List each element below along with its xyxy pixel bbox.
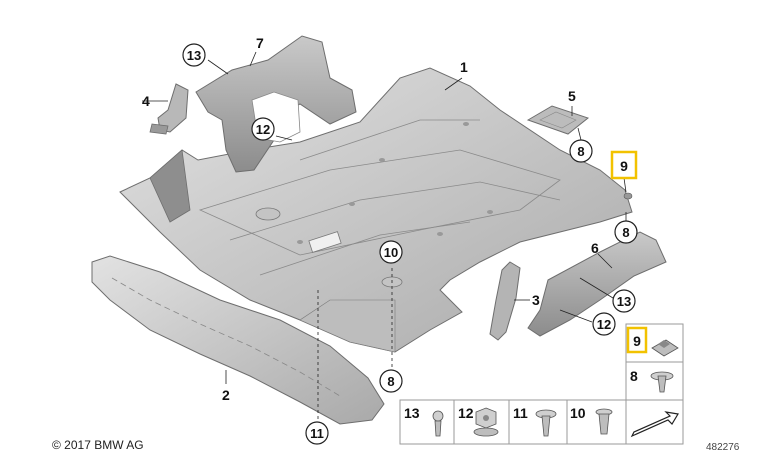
circled-callouts [182, 43, 638, 445]
part-label-6: 6 [591, 240, 599, 256]
legend-11-label: 11 [513, 405, 528, 421]
callout-10: 10 [384, 245, 398, 260]
highlight-9-legend[interactable] [626, 326, 648, 354]
highlight-9-main[interactable]: 9 [610, 150, 638, 180]
part-label-4: 4 [142, 93, 150, 109]
legend-8-label: 8 [630, 368, 638, 384]
callout-8-lower: 8 [387, 374, 394, 389]
part-label-7: 7 [256, 35, 264, 51]
expanding-rivet-icon [535, 409, 557, 437]
hex-nut-icon [473, 407, 499, 437]
part-label-2: 2 [222, 387, 230, 403]
push-clip-icon [432, 410, 444, 437]
plastic-rivet-icon [650, 371, 674, 393]
pad-part [526, 105, 590, 135]
callout-11: 11 [310, 426, 324, 441]
callout-12-lower: 12 [597, 317, 611, 332]
part-label-5: 5 [568, 88, 576, 104]
part-label-1: 1 [460, 59, 468, 75]
callout-8-right: 8 [622, 225, 629, 240]
fastener-legend: 9 8 13 12 11 10 [399, 323, 684, 445]
copyright-notice: © 2017 BMW AG [52, 438, 144, 452]
diagram-number: 482276 [706, 442, 740, 453]
legend-13-label: 13 [404, 405, 420, 421]
callout-13-lower: 13 [617, 294, 631, 309]
callout-13-upper: 13 [187, 48, 201, 63]
legend-9-label: 9 [633, 333, 641, 349]
side-bracket-left [149, 83, 189, 135]
legend-10-label: 10 [570, 405, 586, 421]
callout-8-upper: 8 [577, 144, 584, 159]
screw-grommet-icon [595, 408, 613, 435]
vertical-bracket [489, 261, 521, 341]
circled-callout-labels: 13 12 8 8 10 8 11 13 12 [187, 48, 631, 441]
highlight-9-main-label: 9 [620, 158, 628, 174]
arrow-icon [630, 411, 679, 438]
part-labels: 1 2 3 4 5 6 7 [142, 35, 599, 403]
part-label-3: 3 [532, 292, 540, 308]
callout-12-upper: 12 [256, 122, 270, 137]
underbody-shield [119, 67, 633, 353]
front-deflector [91, 255, 385, 425]
legend-12-label: 12 [458, 405, 474, 421]
